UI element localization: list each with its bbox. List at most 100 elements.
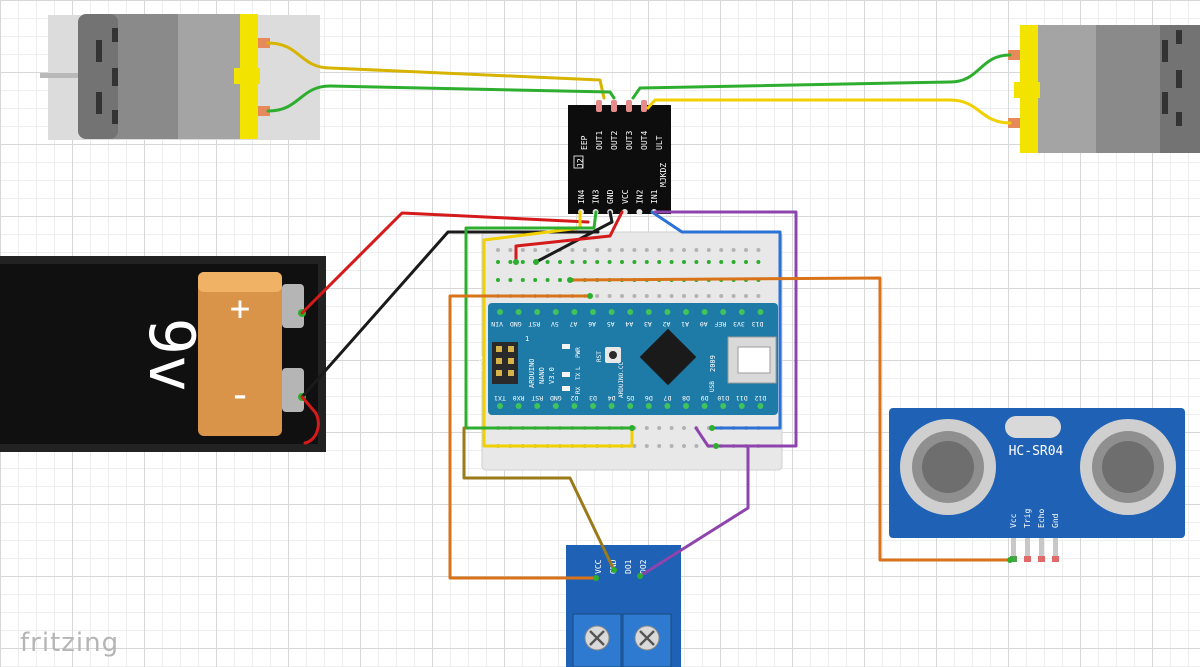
battery-pos-terminal[interactable] [282,284,304,328]
driver-input-pin[interactable] [621,209,628,215]
breadboard-hole[interactable] [694,248,699,252]
breadboard-hole[interactable] [694,444,699,448]
arduino-pin[interactable] [552,403,559,409]
breadboard-hole[interactable] [595,294,600,298]
wire-battery-red[interactable] [300,211,590,315]
breadboard-hole[interactable] [644,294,649,298]
sensor-pin-tip[interactable] [1038,556,1045,562]
driver-output-pin[interactable] [626,100,632,112]
arduino-pin[interactable] [552,309,559,315]
sensor-pin[interactable] [1011,538,1016,560]
breadboard-hole[interactable] [496,248,500,252]
breadboard-hole[interactable] [620,248,624,252]
wire-battery-loop[interactable] [300,395,320,445]
breadboard-hole[interactable] [669,444,674,448]
sensor-pin-tip[interactable] [1052,556,1059,562]
breadboard-hole[interactable] [657,444,662,448]
right-motor[interactable] [1008,25,1200,153]
driver-output-pin[interactable] [611,100,617,112]
wire-in1-purple[interactable] [653,210,798,448]
left-motor-terminal-b[interactable] [258,106,270,116]
breadboard-hole[interactable] [644,426,649,430]
breadboard-hole[interactable] [570,260,575,264]
sensor-pin-tip[interactable] [1024,556,1031,562]
breadboard-hole[interactable] [682,260,686,264]
arduino-pin[interactable] [683,403,689,409]
wire-driver-vcc[interactable] [514,210,624,264]
arduino-pin[interactable] [683,309,689,315]
reset-button-cap[interactable] [609,351,617,359]
right-motor-terminal-a[interactable] [1008,50,1020,60]
breadboard-hole[interactable] [706,294,711,298]
breadboard-hole[interactable] [744,294,748,298]
arduino-pin[interactable] [534,309,541,315]
breadboard-hole[interactable] [731,294,736,298]
breadboard-hole[interactable] [558,260,562,264]
left-motor-terminal-a[interactable] [258,38,270,48]
breadboard-hole[interactable] [657,260,662,264]
breadboard-hole[interactable] [756,260,761,264]
breadboard-hole[interactable] [508,278,513,282]
arduino-pin[interactable] [627,309,634,315]
battery-neg-terminal[interactable] [282,368,304,412]
sensor-pin[interactable] [1039,538,1044,560]
left-motor[interactable] [40,14,320,140]
breadboard-hole[interactable] [545,278,550,282]
breadboard-hole[interactable] [595,260,600,264]
sensor-pin-tip[interactable] [1010,556,1017,562]
arduino-nano[interactable]: ICSP 1 ARDUINO NANO V3.0 ARDUINO.CC PWR … [478,303,778,415]
wire-motor-right-yellow[interactable] [646,98,1012,125]
wire-in4-yellow[interactable] [482,210,634,448]
battery-9v[interactable]: + - 9v [0,256,326,452]
arduino-pin[interactable] [590,403,596,409]
breadboard-hole[interactable] [719,260,724,264]
arduino-pin[interactable] [497,309,503,315]
arduino-pin[interactable] [664,403,671,409]
breadboard-hole[interactable] [558,278,562,282]
arduino-pin[interactable] [757,309,764,315]
arduino-pin[interactable] [571,309,578,315]
arduino-pin[interactable] [738,309,745,315]
wire-in2-blue[interactable] [650,210,782,430]
driver-input-pin[interactable] [636,209,643,215]
breadboard-hole[interactable] [520,260,525,264]
breadboard-hole[interactable] [496,278,500,282]
breadboard-hole[interactable] [669,260,674,264]
arduino-pin[interactable] [608,309,615,315]
arduino-pin[interactable] [590,309,596,315]
breadboard-hole[interactable] [607,260,612,264]
wire-motor-left-green[interactable] [266,84,616,113]
breadboard-hole[interactable] [756,248,761,252]
arduino-pin[interactable] [571,403,578,409]
breadboard-hole[interactable] [682,294,686,298]
breadboard-hole[interactable] [719,248,724,252]
breadboard-hole[interactable] [570,248,575,252]
breadboard-hole[interactable] [706,260,711,264]
wire-relay-do1-purple[interactable] [638,444,750,578]
wire-in3-green[interactable] [464,210,634,430]
breadboard-hole[interactable] [644,444,649,448]
breadboard-hole[interactable] [706,248,711,252]
arduino-pin[interactable] [757,403,764,409]
breadboard-hole[interactable] [595,248,600,252]
breadboard-hole[interactable] [731,248,736,252]
breadboard-hole[interactable] [669,294,674,298]
arduino-pin[interactable] [608,403,615,409]
breadboard-hole[interactable] [644,260,649,264]
breadboard-hole[interactable] [545,260,550,264]
breadboard-hole[interactable] [682,426,686,430]
breadboard-hole[interactable] [582,260,587,264]
breadboard-hole[interactable] [744,248,748,252]
breadboard-hole[interactable] [620,260,624,264]
arduino-pin[interactable] [720,309,727,315]
breadboard-hole[interactable] [682,444,686,448]
wire-driver-gnd[interactable] [534,210,614,264]
sensor-pin[interactable] [1053,538,1058,560]
breadboard-hole[interactable] [669,248,674,252]
arduino-pin[interactable] [515,309,522,315]
arduino-pin[interactable] [627,403,634,409]
breadboard-hole[interactable] [657,294,662,298]
wire-relay-vcc-orange[interactable] [448,294,598,580]
